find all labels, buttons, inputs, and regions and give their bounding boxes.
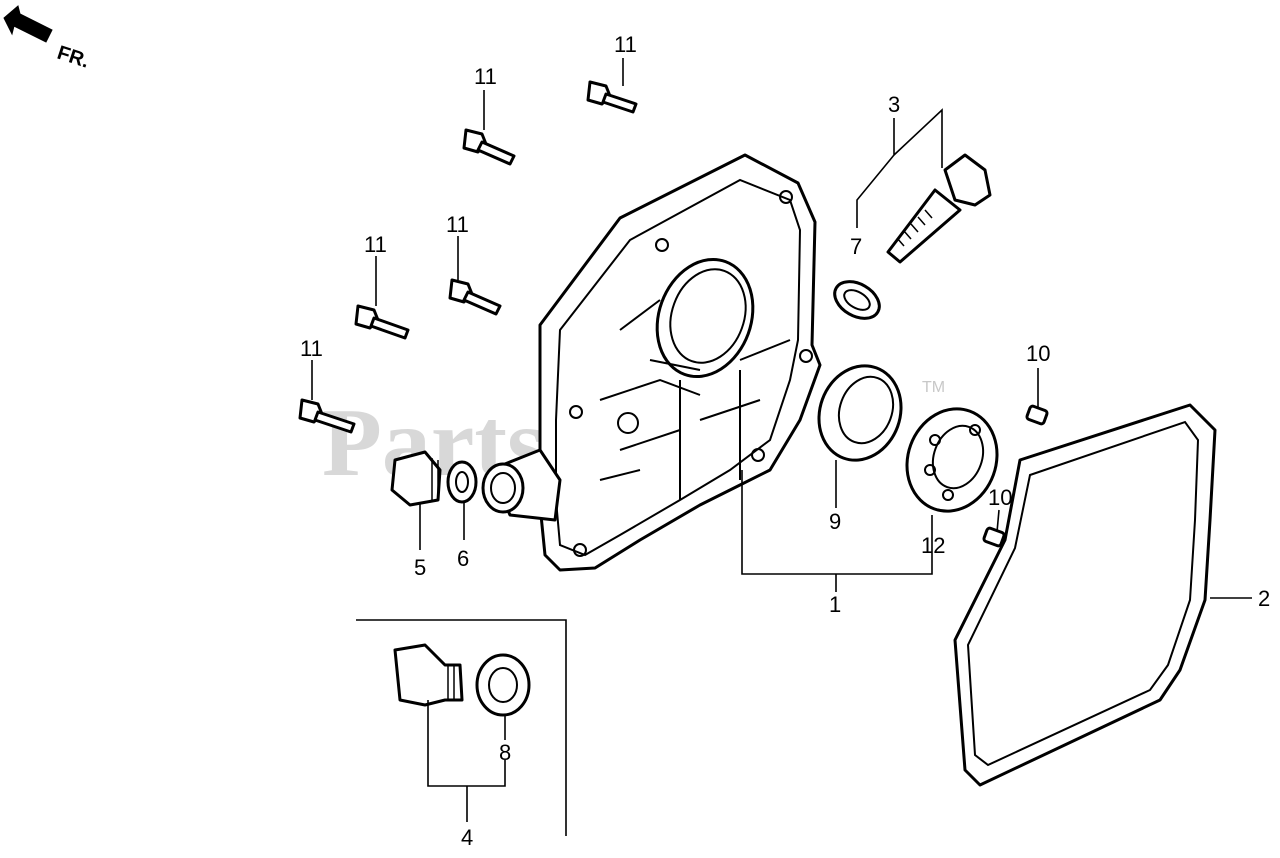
callout-11-upper-left: 11 <box>474 64 497 89</box>
callout-11-middle: 11 <box>446 212 469 237</box>
washer-6 <box>446 460 478 504</box>
callout-5: 5 <box>414 555 426 580</box>
bearing-12 <box>905 407 999 513</box>
oil-seal-9 <box>817 364 903 462</box>
callout-3: 3 <box>888 92 900 117</box>
bolt-11-upper-left <box>462 128 516 166</box>
front-arrow-icon <box>3 5 53 43</box>
callout-12: 12 <box>921 533 945 558</box>
callout-8: 8 <box>499 740 511 765</box>
callout-6: 6 <box>457 546 469 571</box>
callout-2: 2 <box>1258 586 1270 611</box>
callout-7: 7 <box>850 234 862 259</box>
callout-1: 1 <box>829 592 841 617</box>
dowel-pin-upper <box>1025 404 1049 426</box>
drain-plug-4 <box>393 643 464 707</box>
bolt-11-middle <box>448 278 502 316</box>
callout-11-top: 11 <box>614 32 637 57</box>
callout-9: 9 <box>829 509 841 534</box>
callout-10-upper: 10 <box>1026 341 1050 366</box>
gasket-2 <box>953 403 1217 787</box>
callout-11-lower-left: 11 <box>300 336 323 361</box>
oil-filler-cap <box>886 153 992 264</box>
callout-4: 4 <box>461 825 473 850</box>
callout-10-lower: 10 <box>988 485 1012 510</box>
crankcase-cover <box>481 153 822 572</box>
bolt-11-left <box>354 304 410 340</box>
callout-11-left: 11 <box>364 232 387 257</box>
watermark-tm: TM <box>922 379 945 396</box>
bolt-11-top <box>586 80 638 114</box>
bolt-11-lower-left <box>298 398 356 434</box>
washer-8 <box>475 653 531 717</box>
front-direction-label: FR. <box>54 42 91 73</box>
drain-bolt-5 <box>390 450 442 507</box>
leader-lines <box>311 58 1252 836</box>
o-ring-7 <box>833 280 881 320</box>
